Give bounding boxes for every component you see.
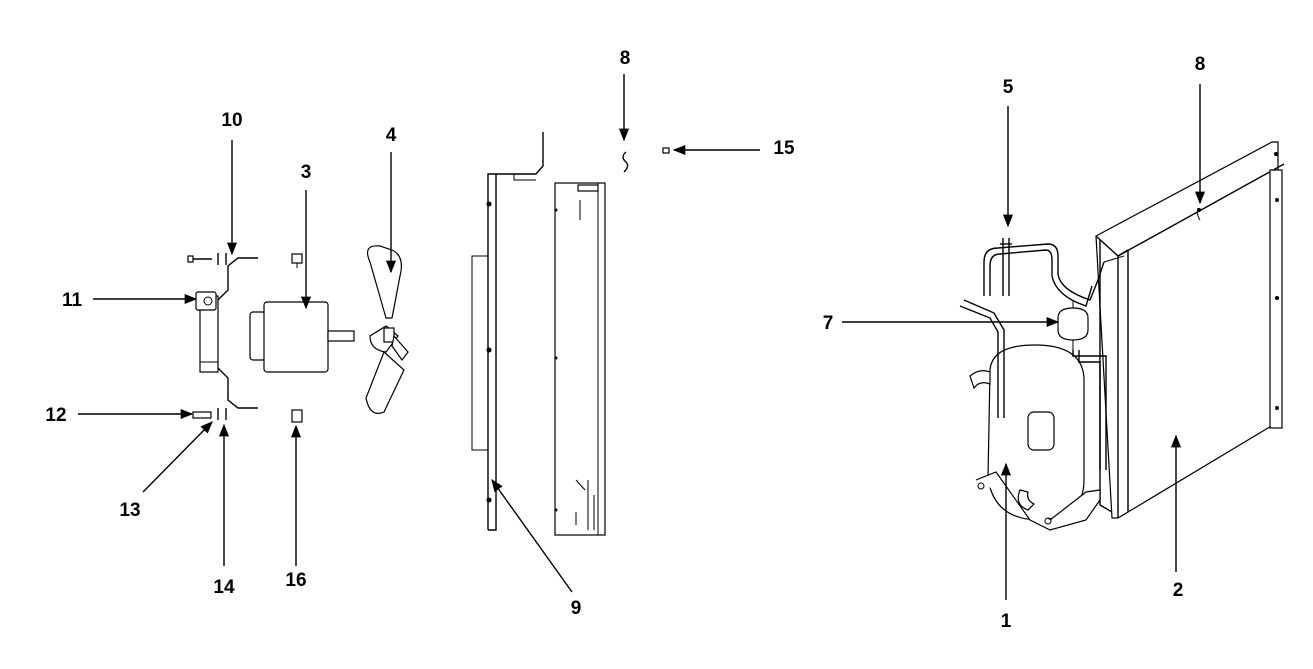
callout-1: 1	[1001, 611, 1012, 632]
callout-14: 14	[213, 577, 235, 598]
callout-3: 3	[301, 162, 312, 183]
fan-motor	[249, 301, 355, 373]
bolt-top	[187, 255, 212, 263]
screw-15	[662, 147, 670, 154]
callout-labels: 10 3 4 11 12 13 14 16 9 8 15 5 8 7 1 2	[45, 48, 1205, 632]
bolt-bottom	[192, 411, 212, 419]
condenser-shroud	[471, 132, 670, 536]
leader-lines	[78, 74, 1206, 600]
callout-15: 15	[773, 138, 795, 159]
callout-13: 13	[119, 500, 140, 521]
fan-blade	[365, 245, 409, 414]
filter-drier	[1057, 300, 1089, 350]
shroud-right-panel	[554, 182, 606, 536]
callout-12: 12	[45, 405, 66, 426]
motor-bracket	[195, 257, 258, 409]
leader-13	[142, 421, 213, 493]
grommet-bottom	[291, 409, 303, 423]
condenser	[1095, 141, 1285, 519]
callout-2: 2	[1173, 580, 1184, 601]
callout-4: 4	[386, 125, 397, 146]
shroud-left-panel	[471, 132, 544, 531]
clip-8	[622, 151, 629, 173]
callout-10: 10	[221, 110, 242, 131]
callout-7: 7	[823, 313, 834, 334]
leader-9	[491, 478, 573, 593]
callout-9: 9	[571, 598, 582, 619]
callout-8-left: 8	[620, 48, 631, 69]
compressor	[969, 344, 1101, 531]
callout-5: 5	[1003, 77, 1014, 98]
grommet-top	[291, 253, 303, 268]
callout-16: 16	[285, 570, 306, 591]
lock-washer-bottom	[217, 408, 227, 420]
fan-motor-assembly	[187, 245, 409, 423]
callout-8-right: 8	[1195, 54, 1206, 75]
callout-11: 11	[62, 290, 83, 311]
washer-top	[217, 253, 227, 265]
compressor-condenser-assembly	[959, 141, 1285, 531]
